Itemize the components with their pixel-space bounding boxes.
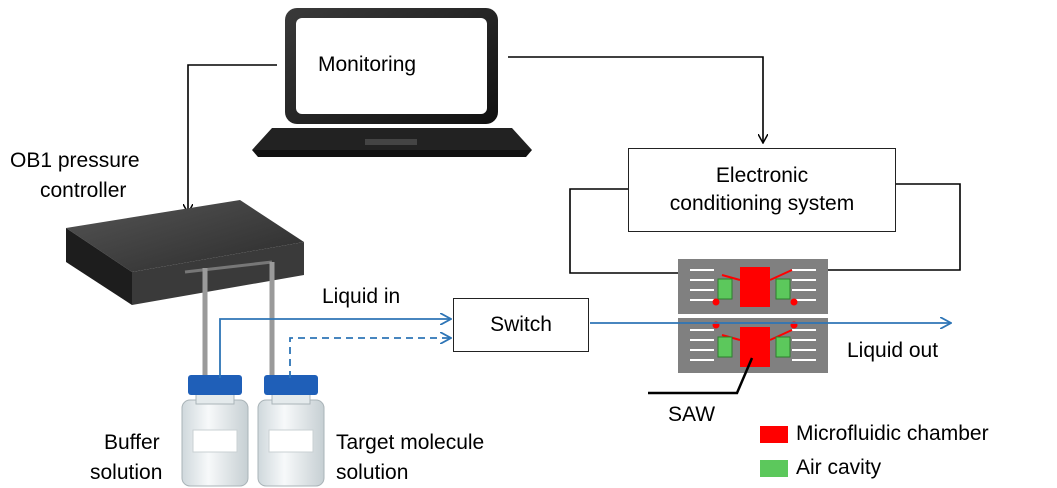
monitoring-label: Monitoring <box>318 53 417 76</box>
legend-label-air-cavity: Air cavity <box>796 456 882 479</box>
legend-label-microfluidic: Microfluidic chamber <box>796 422 989 445</box>
monitoring-to-controller-line <box>188 64 277 212</box>
buffer-flow-line <box>219 319 450 378</box>
saw-label: SAW <box>668 403 716 426</box>
electronics-loop-left <box>569 188 678 274</box>
legend-swatch-air-cavity <box>760 460 788 477</box>
buffer-bottle-icon <box>181 375 249 487</box>
electronics-label-line1: Electronic <box>715 164 809 187</box>
saw-device-icon <box>678 259 828 373</box>
target-label-line1: Target molecule <box>336 431 485 454</box>
target-flow-line <box>289 338 450 378</box>
electronic-conditioning-box: Electronic conditioning system <box>628 148 896 232</box>
monitoring-to-electronics-line <box>508 56 763 142</box>
saw-pointer-line <box>648 357 754 395</box>
controller-label-line1: OB1 pressure <box>10 149 140 172</box>
switch-box: Switch <box>453 298 589 352</box>
liquid-in-label: Liquid in <box>322 285 401 308</box>
controller-label-line2: controller <box>40 179 127 202</box>
electronics-label-line2: conditioning system <box>669 192 855 215</box>
pressure-controller-icon <box>66 200 304 305</box>
switch-label: Switch <box>490 313 552 336</box>
buffer-label-line1: Buffer <box>104 431 160 454</box>
laptop-icon <box>252 8 532 157</box>
legend-swatch-microfluidic <box>760 426 788 443</box>
target-bottle-icon <box>257 375 325 487</box>
buffer-label-line2: solution <box>90 461 163 484</box>
liquid-out-label: Liquid out <box>847 339 939 362</box>
electronics-loop-right <box>827 183 961 271</box>
target-label-line2: solution <box>336 461 409 484</box>
